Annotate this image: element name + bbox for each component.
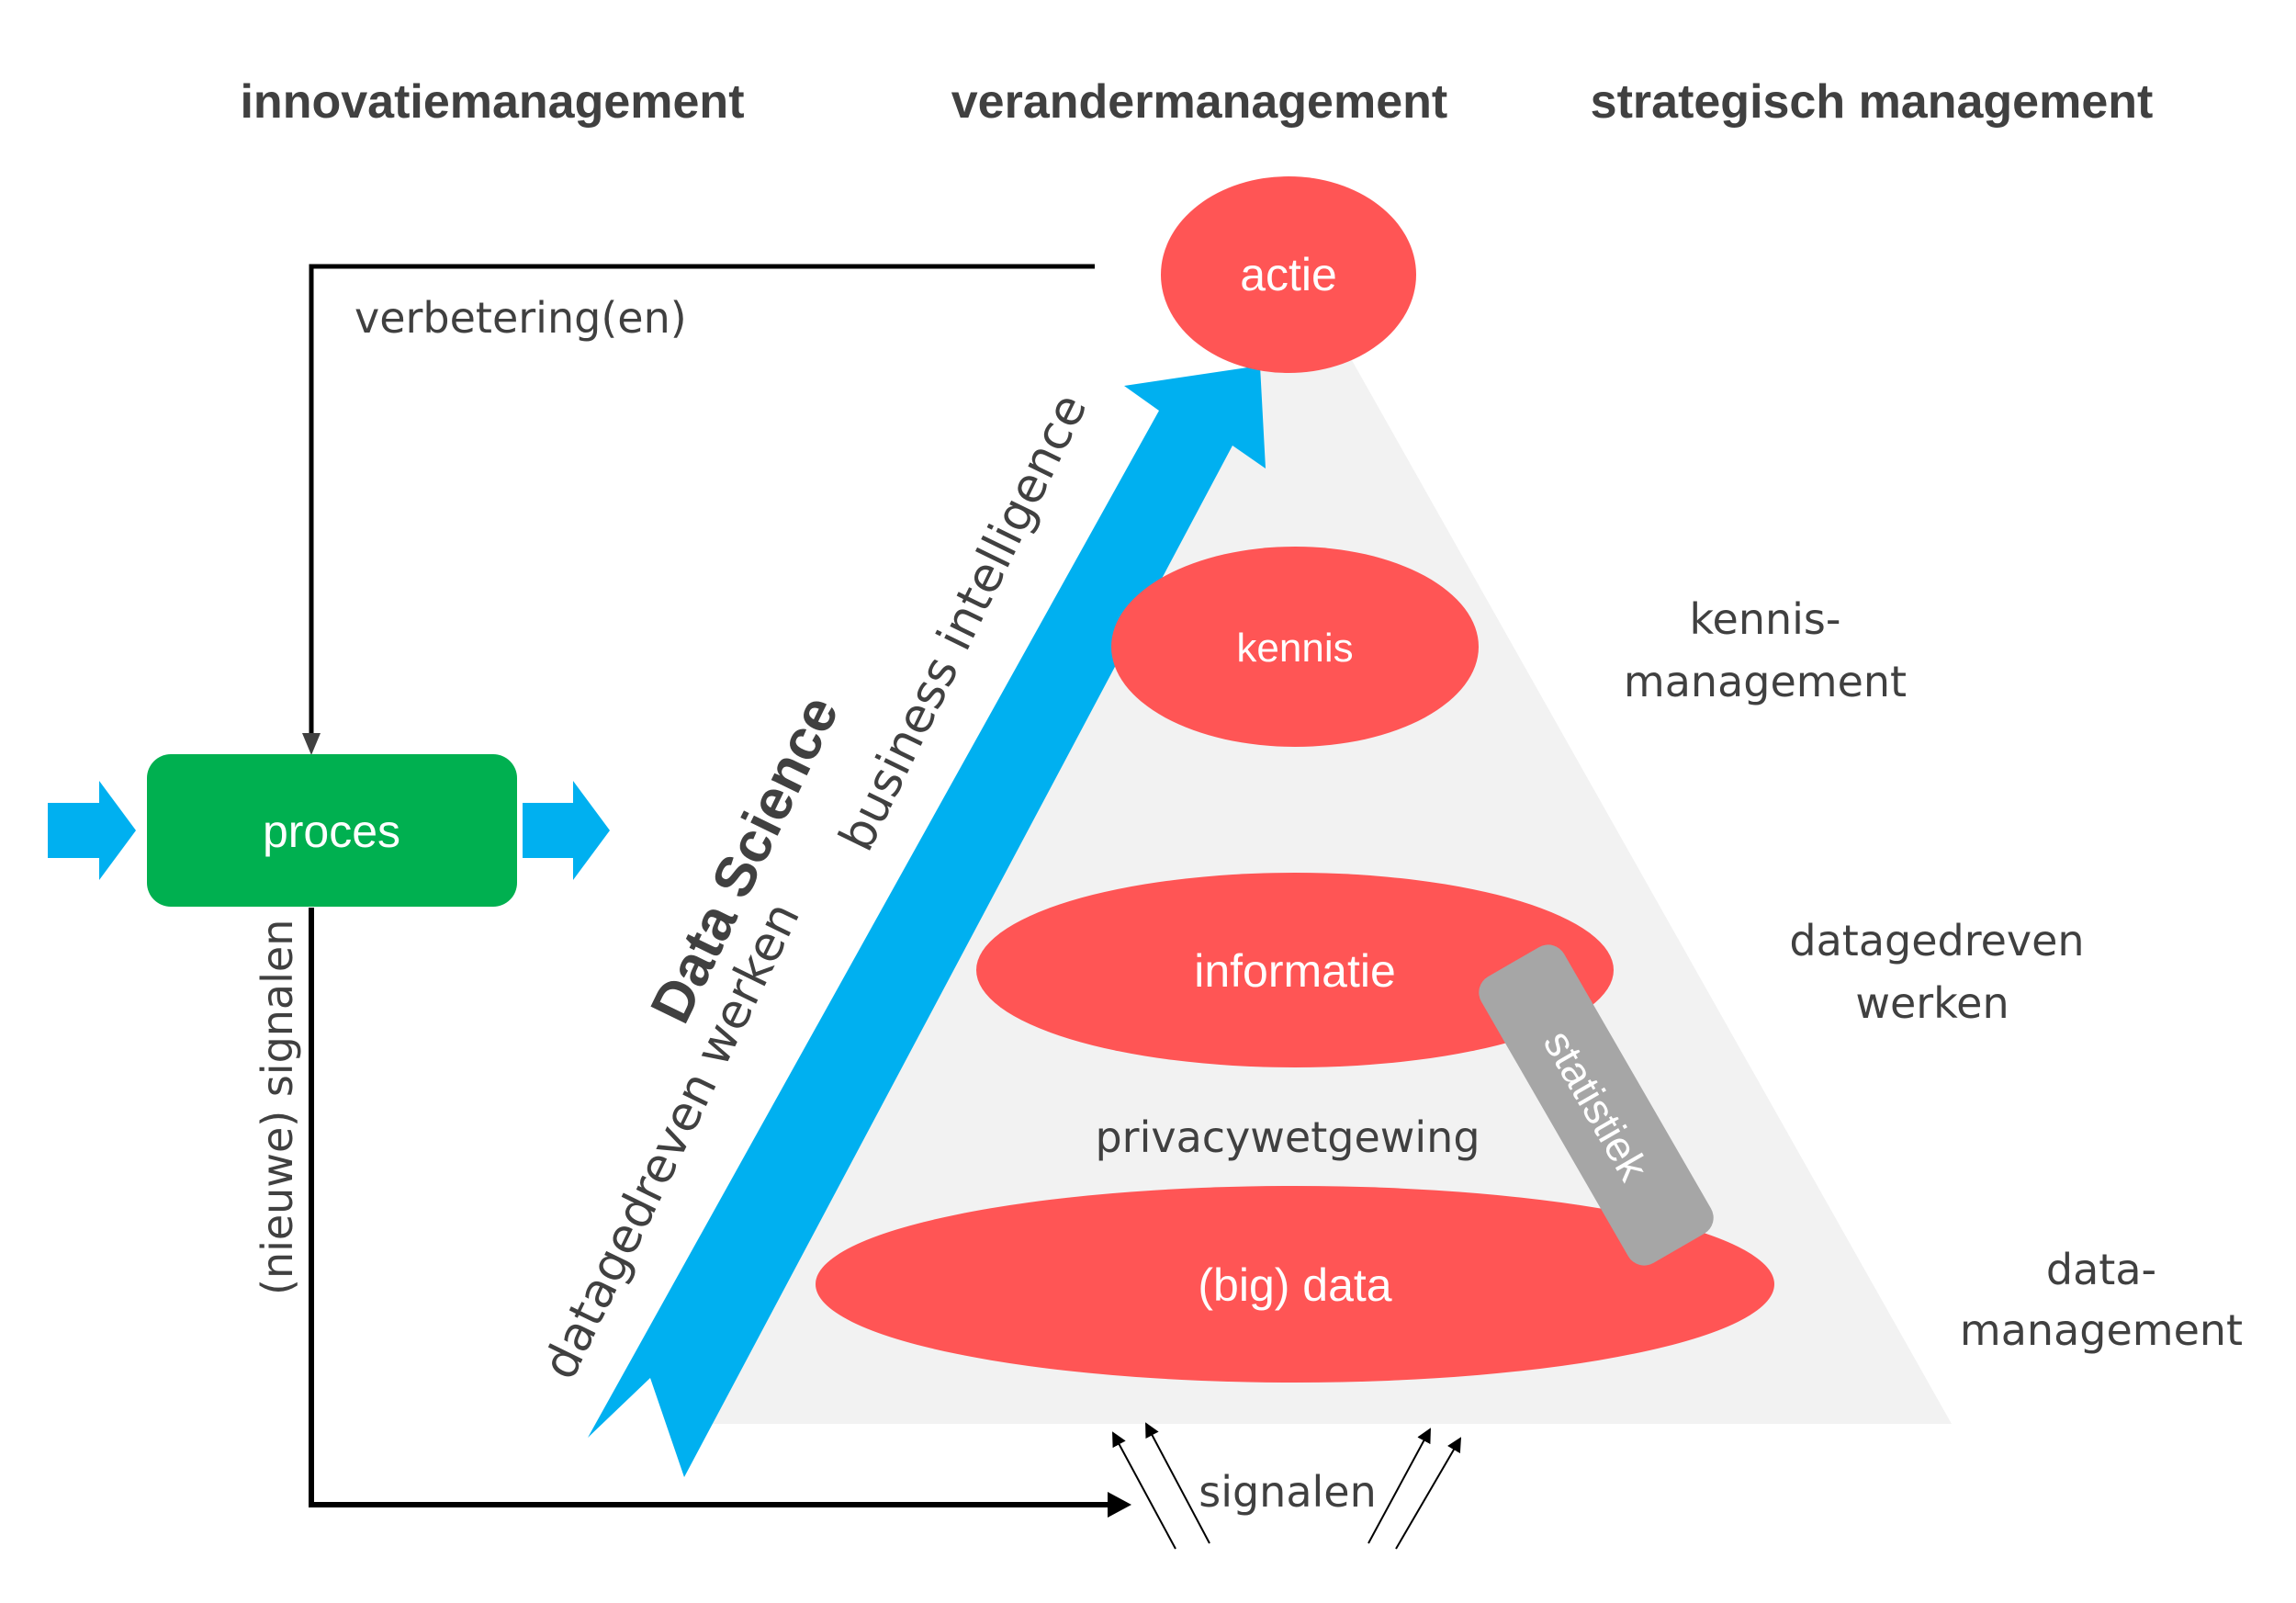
datagedreven-werken-label-line1: datagedreven: [1789, 916, 2084, 965]
feedback-line: [309, 264, 1095, 749]
process-output-arrow-icon: [523, 781, 610, 880]
process-box[interactable]: proces: [147, 754, 517, 907]
signal-arrow-4-icon: [1395, 1437, 1462, 1550]
actie-ellipse: [1161, 176, 1416, 373]
signal-arrow-1-icon: [1112, 1431, 1176, 1550]
datagedreven-werken-label-line2: werken: [1855, 978, 2009, 1028]
bottom-signals-label: signalen: [1199, 1467, 1377, 1517]
level-kennis[interactable]: kennis: [1111, 547, 1479, 747]
feedback-arrowhead-icon: [302, 733, 321, 755]
signal-arrow-3-icon: [1367, 1428, 1431, 1544]
header-verandermanagement: verandermanagement: [951, 75, 1447, 129]
datamanagement-label-line1: data-: [2046, 1245, 2156, 1294]
process-input-arrow-icon: [48, 781, 136, 880]
informatie-label: informatie: [1194, 945, 1396, 997]
data-science-arrow-icon: [588, 366, 1266, 1477]
new-signals-label: (nieuwe) signalen: [253, 920, 302, 1295]
level-data[interactable]: (big) data: [816, 1186, 1774, 1383]
header-strategisch-management: strategisch management: [1591, 75, 2154, 129]
process-label: proces: [263, 806, 400, 857]
signals-arrowhead-icon: [1108, 1492, 1131, 1518]
header-innovatiemanagement: innovatiemanagement: [240, 75, 744, 129]
level-informatie[interactable]: informatie: [976, 873, 1614, 1067]
data-label: (big) data: [1198, 1259, 1391, 1311]
kennismanagement-label-line1: kennis-: [1690, 594, 1841, 644]
statistiek-shape: [1479, 944, 1714, 1266]
kennis-ellipse: [1111, 547, 1479, 747]
feedback-label: verbetering(en): [355, 293, 687, 343]
kennis-label: kennis: [1236, 626, 1353, 671]
kennismanagement-label-line2: management: [1624, 657, 1907, 706]
signals-line: [309, 908, 1111, 1507]
level-actie[interactable]: actie: [1161, 176, 1416, 373]
actie-label: actie: [1240, 249, 1337, 300]
process-box-shape: [147, 754, 517, 907]
signal-arrow-2-icon: [1145, 1422, 1210, 1544]
informatie-ellipse: [976, 873, 1614, 1067]
datamanagement-label-line2: management: [1960, 1305, 2243, 1355]
privacywetgewing-label: privacywetgewing: [1095, 1112, 1480, 1162]
data-ellipse: [816, 1186, 1774, 1383]
